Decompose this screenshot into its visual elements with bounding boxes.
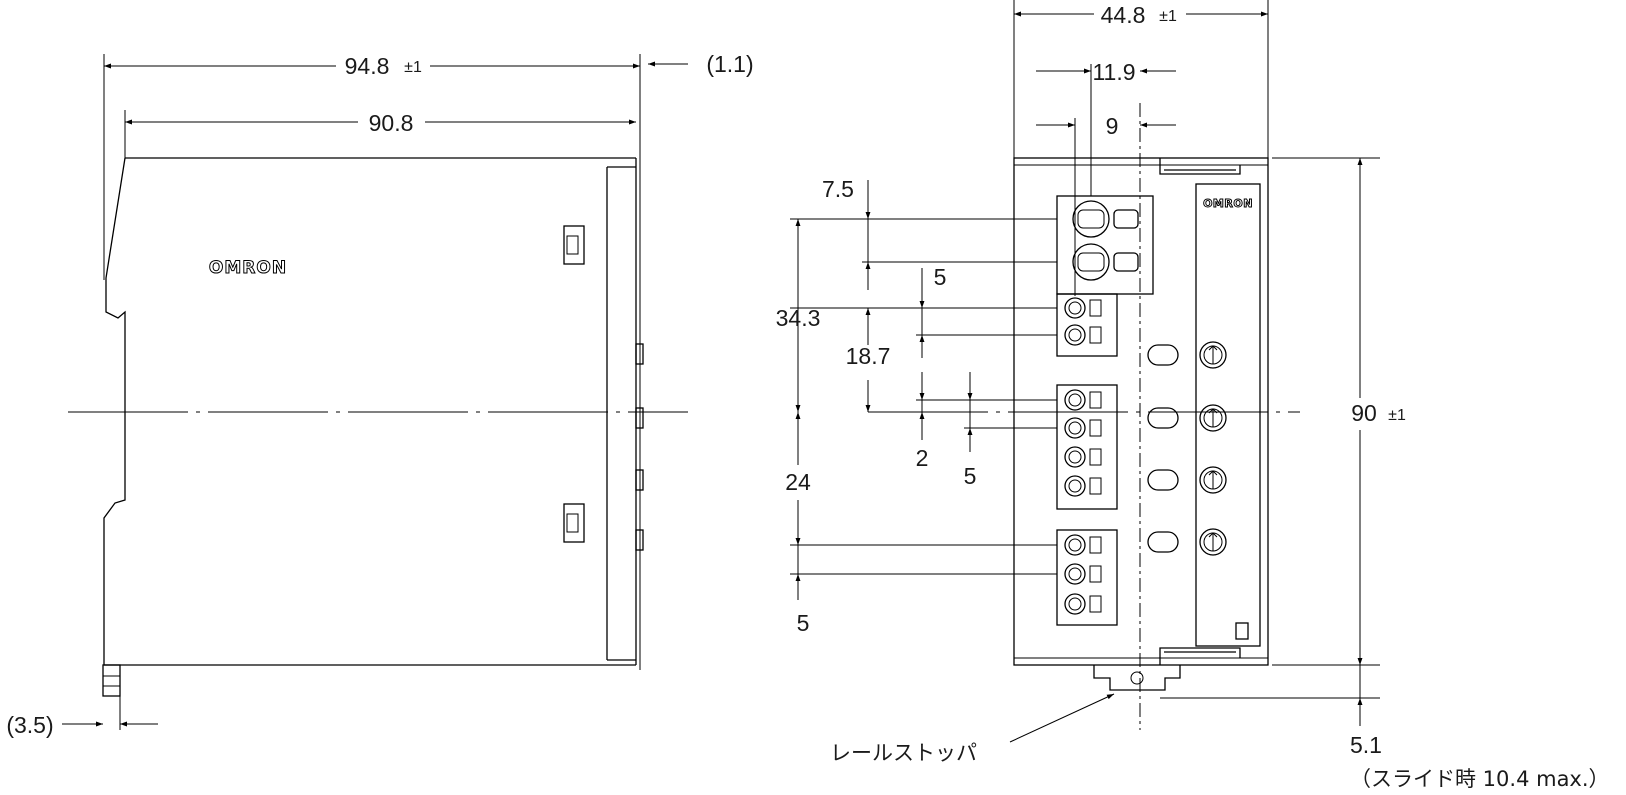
dim-5-1: 5.1: [1350, 732, 1382, 758]
terminal-c2: [1064, 563, 1102, 585]
dim-9: 9: [1106, 113, 1119, 139]
potentiometer-2: [1199, 404, 1227, 432]
dim-1-1: (1.1): [706, 51, 753, 77]
terminal-b1: [1064, 389, 1102, 411]
dim-90: 90: [1351, 400, 1377, 426]
terminal-b4: [1064, 475, 1102, 497]
terminal-b2: [1064, 417, 1102, 439]
upper-tab: [563, 225, 585, 265]
dim-5-c: 5: [797, 610, 810, 636]
front-view: OMRON: [776, 0, 1610, 791]
dim-5-b: 5: [964, 463, 977, 489]
dim-44-8-tol: ±1: [1159, 8, 1177, 25]
potentiometer-1: [1199, 341, 1227, 369]
dim-94-8-tol: ±1: [404, 59, 422, 76]
input-terminal-1: [1072, 200, 1139, 238]
lower-tab: [563, 503, 585, 543]
dim-3-5: (3.5): [6, 712, 53, 738]
front-logo: OMRON: [1203, 197, 1253, 210]
terminal-a1: [1064, 297, 1102, 319]
dim-44-8: 44.8: [1101, 2, 1146, 28]
dim-90-tol: ±1: [1388, 407, 1406, 424]
terminal-a2: [1064, 324, 1102, 346]
terminal-c1: [1064, 534, 1102, 556]
rail-stopper-label: レールストッパ: [830, 741, 977, 765]
slide-note: （スライド時 10.4 max.）: [1350, 767, 1610, 791]
dim-18-7: 18.7: [846, 343, 891, 369]
input-terminal-2: [1072, 243, 1139, 281]
dim-34-3: 34.3: [776, 305, 821, 331]
side-logo: OMRON: [209, 258, 287, 278]
dim-11-9: 11.9: [1092, 59, 1135, 85]
dim-94-8: 94.8: [345, 53, 390, 79]
rail-stopper: [1093, 665, 1181, 691]
dim-7-5: 7.5: [822, 176, 854, 202]
potentiometer-4: [1199, 528, 1227, 556]
dim-90-8: 90.8: [369, 110, 414, 136]
potentiometer-3: [1199, 466, 1227, 494]
dim-2: 2: [916, 445, 929, 471]
dim-24: 24: [785, 469, 811, 495]
side-view: OMRON 94.8 ±1 (1.1) 90.8 (3.5): [6, 51, 753, 738]
terminal-b3: [1064, 446, 1102, 468]
terminal-c3: [1064, 593, 1102, 615]
dim-5-a: 5: [934, 264, 947, 290]
